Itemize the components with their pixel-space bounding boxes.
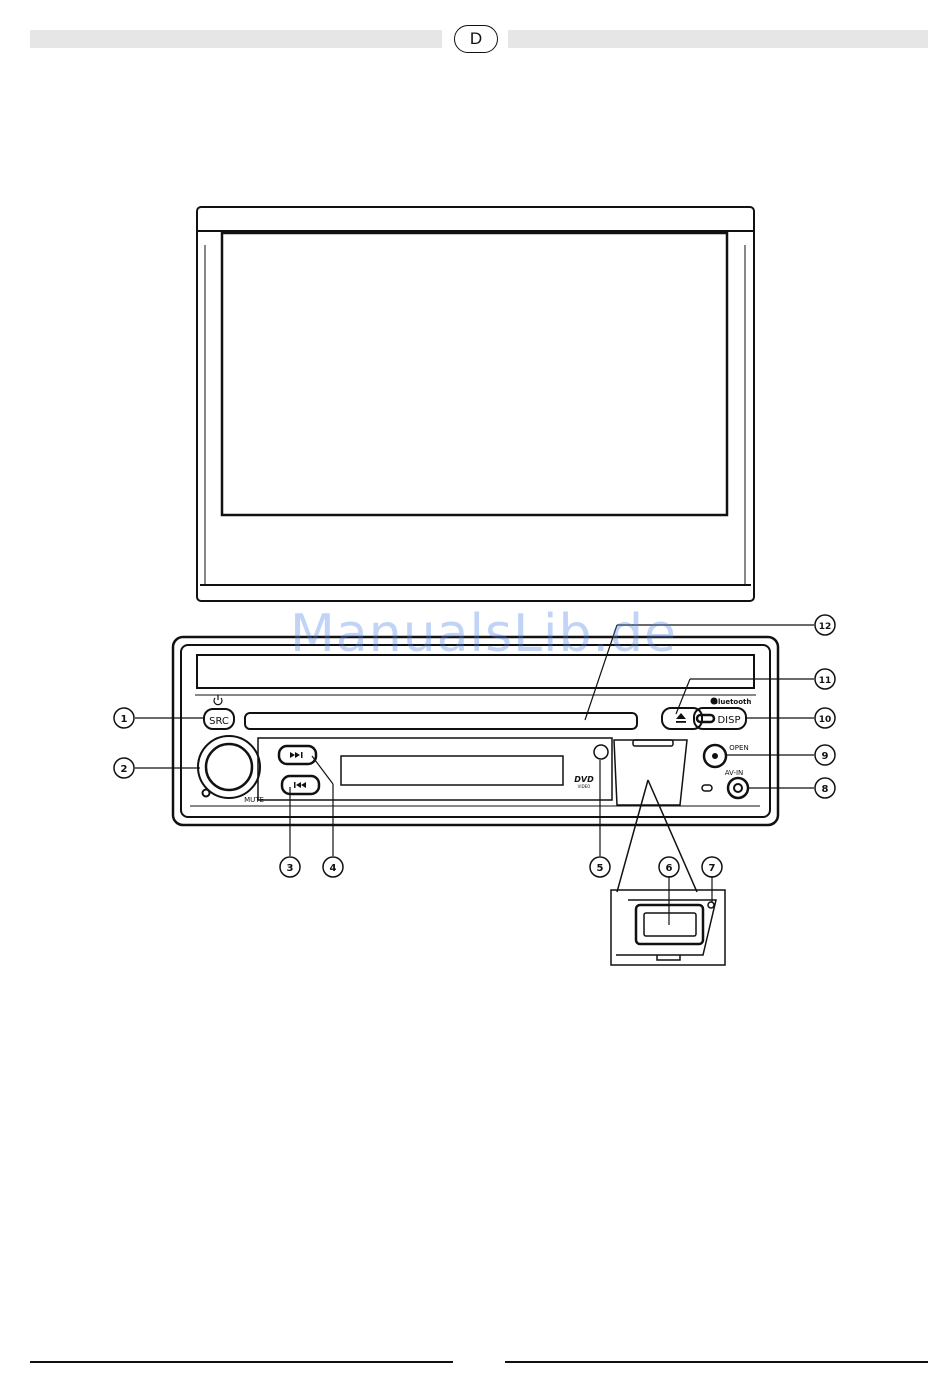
dvd-video-label: VIDEO <box>578 784 591 789</box>
footer-rule-right <box>505 1361 928 1363</box>
callout-6-number: 6 <box>666 863 673 874</box>
open-dot-icon <box>712 753 718 759</box>
callout-5-number: 5 <box>597 863 604 874</box>
callout-1-number: 1 <box>121 714 128 725</box>
callout-7-number: 7 <box>709 863 716 874</box>
ir-sensor <box>594 745 608 759</box>
card-slot-led <box>708 902 714 908</box>
disp-label: DISP <box>717 715 740 726</box>
dvd-logo: DVD <box>574 775 594 784</box>
next-track-icon <box>290 752 303 758</box>
power-icon <box>214 695 222 705</box>
bluetooth-label: Bluetooth <box>713 698 752 706</box>
av-in-label: AV-IN <box>725 769 744 777</box>
callout-4-number: 4 <box>330 863 337 874</box>
callout-12-number: 12 <box>819 622 832 632</box>
footer-rule-left <box>30 1361 453 1363</box>
callout-9-number: 9 <box>822 751 829 762</box>
watermark: ManualsLib.de <box>290 604 677 664</box>
callout-11-number: 11 <box>819 676 832 686</box>
callout-3-number: 3 <box>287 863 294 874</box>
mute-label: MUTE <box>244 796 264 804</box>
callout-10-number: 10 <box>819 715 832 725</box>
eject-icon <box>676 713 686 723</box>
bluetooth-led <box>697 715 714 722</box>
callout-8-number: 8 <box>822 784 829 795</box>
av-in-jack[interactable] <box>728 778 748 798</box>
monitor <box>197 207 754 601</box>
leader-lines <box>135 625 814 925</box>
mic-icon <box>702 785 712 791</box>
callout-2-number: 2 <box>121 764 128 775</box>
prev-track-icon <box>294 782 306 788</box>
open-label: OPEN <box>729 744 748 752</box>
src-label: SRC <box>209 716 229 727</box>
reset-hole-icon <box>203 790 210 797</box>
